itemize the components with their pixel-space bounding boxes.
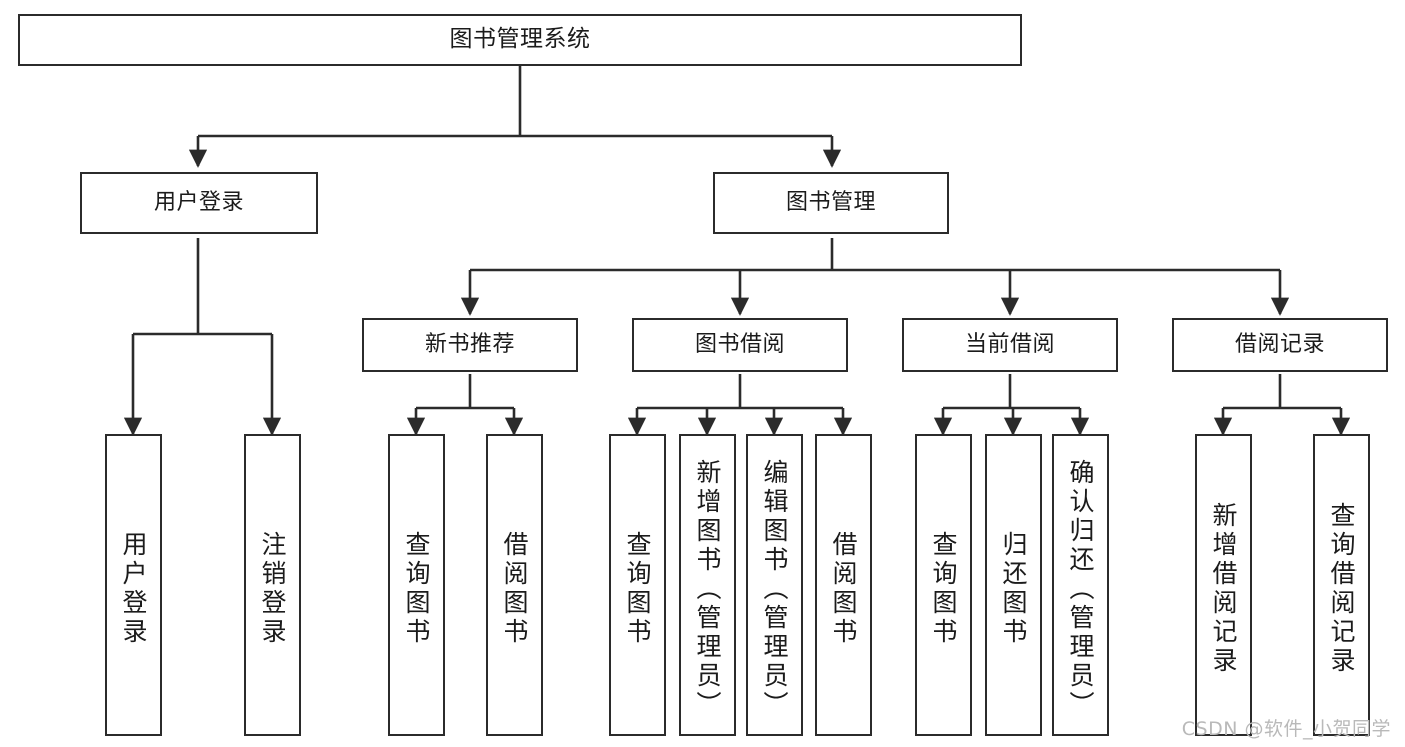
node-user-login[interactable]: 用户登录: [80, 172, 318, 234]
node-label: 注销登录: [258, 531, 287, 647]
node-label: 查询图书: [623, 531, 652, 647]
node-leaf-query-book-borrow[interactable]: 查询图书: [609, 434, 666, 736]
node-book-management-system[interactable]: 图书管理系统: [18, 14, 1022, 66]
node-book-borrow[interactable]: 图书借阅: [632, 318, 848, 372]
node-leaf-return-book[interactable]: 归还图书: [985, 434, 1042, 736]
node-leaf-add-book-admin[interactable]: 新增图书（管理员）: [679, 434, 736, 736]
node-leaf-query-book-current[interactable]: 查询图书: [915, 434, 972, 736]
node-label: 新增图书（管理员）: [693, 458, 722, 720]
node-label: 图书借阅: [694, 332, 785, 358]
node-label: 新增借阅记录: [1209, 502, 1238, 676]
node-label: 查询图书: [929, 531, 958, 647]
node-leaf-query-book-newbook[interactable]: 查询图书: [388, 434, 445, 736]
node-label: 查询图书: [402, 531, 431, 647]
node-borrow-record[interactable]: 借阅记录: [1172, 318, 1388, 372]
node-leaf-add-borrow-record[interactable]: 新增借阅记录: [1195, 434, 1252, 736]
node-leaf-query-borrow-record[interactable]: 查询借阅记录: [1313, 434, 1370, 736]
node-label: 编辑图书（管理员）: [760, 458, 789, 720]
node-label: 借阅图书: [500, 531, 529, 647]
node-leaf-borrow-book-newbook[interactable]: 借阅图书: [486, 434, 543, 736]
node-label: 用户登录: [119, 531, 148, 647]
node-label: 归还图书: [999, 531, 1028, 647]
node-label: 新书推荐: [424, 332, 515, 358]
node-label: 借阅图书: [829, 531, 858, 647]
node-label: 当前借阅: [964, 332, 1055, 358]
node-leaf-confirm-return-admin[interactable]: 确认归还（管理员）: [1052, 434, 1109, 736]
node-label: 用户登录: [153, 190, 244, 216]
node-label: 借阅记录: [1234, 332, 1325, 358]
node-leaf-user-login[interactable]: 用户登录: [105, 434, 162, 736]
node-current-borrow[interactable]: 当前借阅: [902, 318, 1118, 372]
node-label: 图书管理: [785, 190, 876, 216]
node-leaf-lend-book[interactable]: 借阅图书: [815, 434, 872, 736]
node-new-book-recommend[interactable]: 新书推荐: [362, 318, 578, 372]
node-label: 图书管理系统: [449, 26, 591, 53]
node-book-management[interactable]: 图书管理: [713, 172, 949, 234]
node-label: 查询借阅记录: [1327, 502, 1356, 676]
node-leaf-edit-book-admin[interactable]: 编辑图书（管理员）: [746, 434, 803, 736]
node-label: 确认归还（管理员）: [1066, 458, 1095, 720]
watermark-text: CSDN @软件_小贺同学: [1181, 718, 1391, 740]
node-leaf-logout[interactable]: 注销登录: [244, 434, 301, 736]
